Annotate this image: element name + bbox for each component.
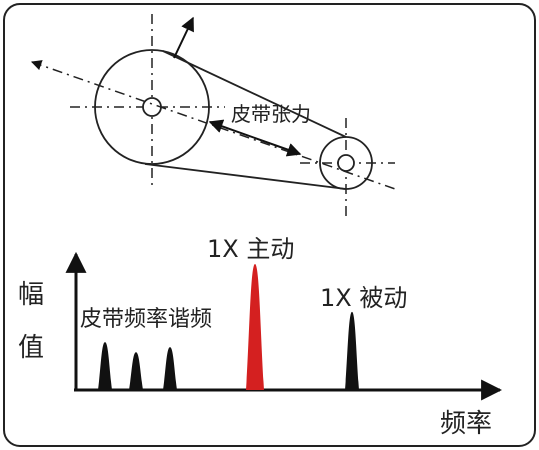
spectrum-plot: 1X 主动 1X 被动 皮带频率谐频 幅 值 频率 — [18, 235, 503, 439]
spectrum-peaks — [98, 264, 359, 390]
large-pulley-hub — [142, 97, 162, 117]
driven-peak-label: 1X 被动 — [320, 284, 407, 312]
frame-border — [3, 3, 536, 447]
belt-line-axis — [31, 60, 399, 191]
belt-lower-strand — [144, 163, 347, 190]
x-axis-label: 频率 — [440, 409, 492, 439]
belt-upper-strand — [162, 50, 347, 138]
peak-harmonic-3 — [163, 347, 177, 390]
small-pulley-hub — [337, 154, 355, 172]
peak-harmonic-1 — [98, 342, 112, 390]
belt-tension-label: 皮带张力 — [231, 102, 311, 126]
tension-double-arrow — [208, 119, 302, 157]
belt-harmonics-label: 皮带频率谐频 — [80, 307, 212, 332]
peak-driver-1x — [246, 264, 264, 390]
driver-peak-label: 1X 主动 — [207, 235, 294, 263]
pulley-system: 皮带张力 — [31, 14, 399, 218]
y-axis-label-line2: 值 — [18, 333, 44, 363]
peak-driven-1x — [345, 311, 359, 390]
force-arrow-upper-right — [173, 16, 194, 59]
y-axis-label-line1: 幅 — [18, 280, 44, 310]
peak-harmonic-2 — [129, 352, 143, 390]
